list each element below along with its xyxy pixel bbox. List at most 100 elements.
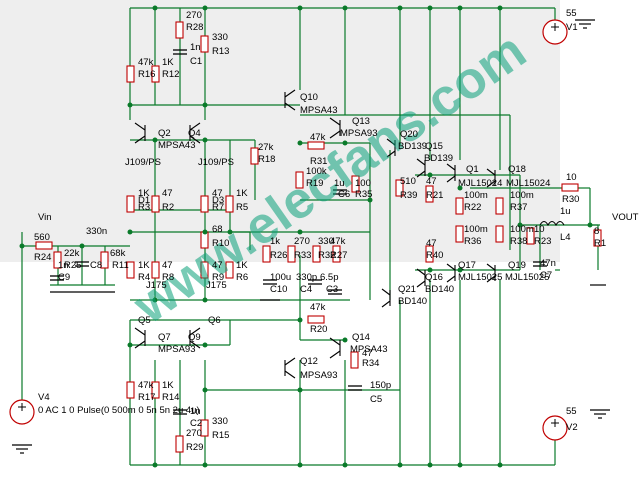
r37-name: R37 xyxy=(510,202,527,213)
l4-name: L4 xyxy=(560,232,571,243)
r16-name: R16 xyxy=(138,69,155,80)
q19-name: Q19 xyxy=(508,260,526,271)
r21-name: R21 xyxy=(426,190,443,201)
r9-name: R9 xyxy=(212,272,224,283)
r11-name: R11 xyxy=(112,260,129,271)
r17-value: 47k xyxy=(138,380,154,391)
c9-value: 1n xyxy=(58,260,69,271)
l4-value: 1u xyxy=(560,206,571,217)
c4-name: C4 xyxy=(300,284,312,295)
r35-value: 100 xyxy=(355,178,371,189)
resistors xyxy=(35,21,602,453)
q1-type: MJL15024 xyxy=(458,178,502,189)
q12-type: MPSA93 xyxy=(300,370,338,381)
r13-value: 330 xyxy=(212,32,228,43)
r11-value: 68k xyxy=(110,248,126,259)
q15-type: BD139 xyxy=(424,153,453,164)
r7-name: R7 xyxy=(212,202,224,213)
c8-name: C8 xyxy=(90,260,102,271)
v1-value: 55 xyxy=(566,8,577,19)
r13-name: R13 xyxy=(212,46,229,57)
r16-value: 47k xyxy=(138,57,154,68)
q16-name: Q16 xyxy=(425,272,443,283)
q24-type: MPSA43 xyxy=(158,140,196,151)
r2-value: 47 xyxy=(162,188,173,199)
c5-value: 150p xyxy=(370,380,391,391)
r28-name: R28 xyxy=(186,22,203,33)
q21-type: BD140 xyxy=(398,296,427,307)
c6-value: 1u xyxy=(334,178,345,189)
r34-value: 47 xyxy=(362,348,373,359)
c10-value: 100u xyxy=(270,272,291,283)
c10-name: C10 xyxy=(270,284,287,295)
v2-value: 55 xyxy=(566,406,577,417)
v4-spec: 0 AC 1 0 Pulse(0 500m 0 5n 5n 2u 4u) xyxy=(38,405,200,416)
c3-value: 6.5p xyxy=(320,272,339,283)
r5-name: R5 xyxy=(236,202,248,213)
c7-name: C7 xyxy=(540,270,552,281)
q21-name: Q21 xyxy=(398,284,416,295)
r40-name: R40 xyxy=(426,250,443,261)
r23-name: R23 xyxy=(534,236,551,247)
v1-name: V1 xyxy=(566,22,578,33)
r39-name: R39 xyxy=(400,190,417,201)
voltage-sources xyxy=(9,19,568,441)
q10-name: Q10 xyxy=(300,92,318,103)
d3-label: D3 xyxy=(212,195,224,206)
r3-name: R3 xyxy=(138,202,150,213)
q79-type: MPSA93 xyxy=(158,344,196,355)
r22-name: R22 xyxy=(464,202,481,213)
q10-type: MPSA43 xyxy=(300,105,338,116)
r9-value: 47 xyxy=(212,260,223,271)
q19-type: MJL15025 xyxy=(505,272,549,283)
r8-name: R8 xyxy=(162,272,174,283)
q16-type: BD140 xyxy=(425,284,454,295)
r25-value: 22k xyxy=(64,248,80,259)
r30-name: R30 xyxy=(562,194,579,205)
r4-name: R4 xyxy=(138,272,150,283)
q2-name: Q2 xyxy=(158,128,171,139)
r10-name: R10 xyxy=(212,238,229,249)
r1-name: R1 xyxy=(594,238,606,249)
r36-value: 100m xyxy=(464,224,488,235)
r23-value: 10 xyxy=(534,224,545,235)
r27-value: 47k xyxy=(330,236,346,247)
r38-value: 100m xyxy=(510,224,534,235)
q4-name: Q4 xyxy=(188,128,201,139)
r31-name: R31 xyxy=(310,156,327,167)
r27-name: R27 xyxy=(330,250,347,261)
junctions xyxy=(19,5,593,468)
r7-value: 47 xyxy=(212,188,223,199)
r4-value: 1K xyxy=(138,260,150,271)
r10-value: 68 xyxy=(212,224,223,235)
r15-name: R15 xyxy=(212,430,229,441)
v2-name: V2 xyxy=(566,422,578,433)
r20-name: R20 xyxy=(310,324,327,335)
r5-value: 1K xyxy=(236,188,248,199)
c3-name: C3 xyxy=(326,284,338,295)
ground-symbols xyxy=(12,19,610,454)
q20-type: BD139 xyxy=(398,141,427,152)
r30-value: 10 xyxy=(566,172,577,183)
c2-name: C2 xyxy=(190,418,202,429)
r26-value: 1k xyxy=(270,236,280,247)
r2-name: R2 xyxy=(162,202,174,213)
r18-name: R18 xyxy=(258,154,275,165)
q12-name: Q12 xyxy=(300,356,318,367)
r38-name: R38 xyxy=(510,236,527,247)
r19-value: 100k xyxy=(306,166,327,177)
c1-name: C1 xyxy=(190,56,202,67)
jfet-label-a: J109/PS xyxy=(125,157,161,168)
r26-name: R26 xyxy=(270,250,287,261)
r22-value: 100m xyxy=(464,190,488,201)
r6-value: 1K xyxy=(236,260,248,271)
q7-name: Q7 xyxy=(158,332,171,343)
c2-value: 1n xyxy=(190,406,201,417)
r17-name: R17 xyxy=(138,392,155,403)
jfet-label-d: J175 xyxy=(206,280,227,291)
r36-name: R36 xyxy=(464,236,481,247)
jfet-label-b: J109/PS xyxy=(198,157,234,168)
r19-name: R19 xyxy=(306,178,323,189)
capacitors xyxy=(50,49,547,415)
